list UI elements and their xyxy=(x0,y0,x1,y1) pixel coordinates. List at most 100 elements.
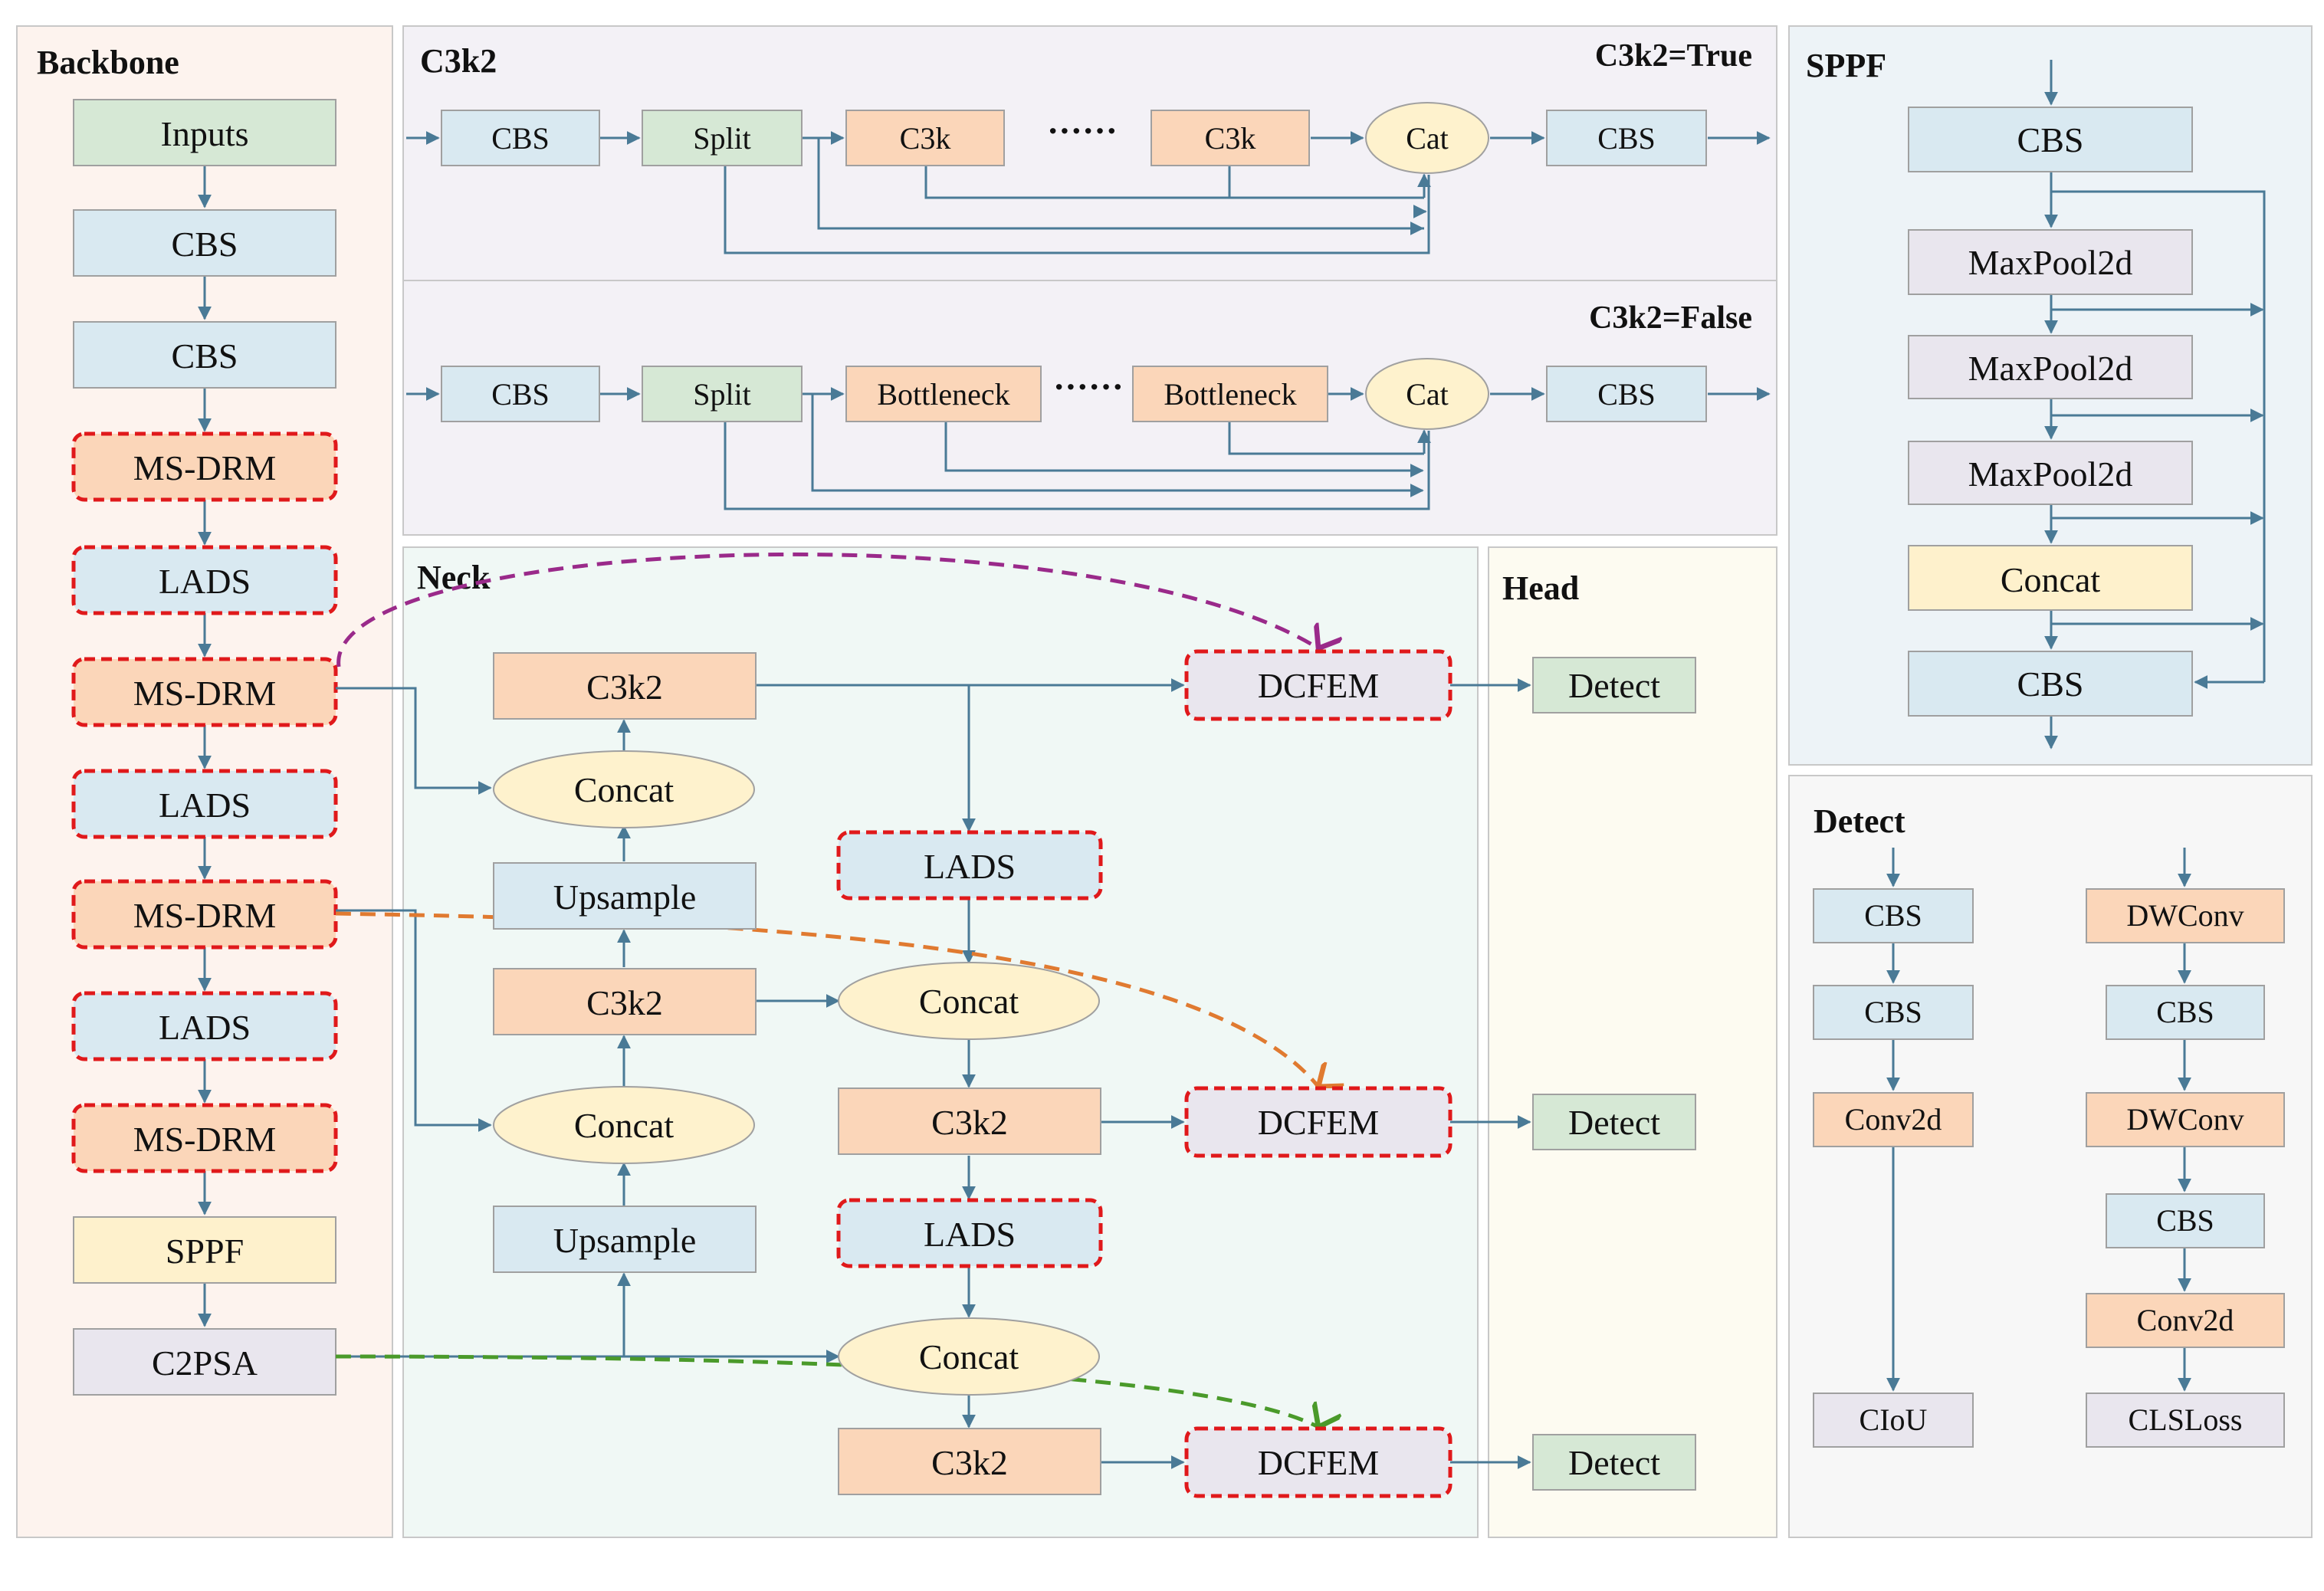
sppf-concat: Concat xyxy=(1908,545,2193,611)
c3k2-true-cbs-out: CBS xyxy=(1546,110,1707,166)
svg-text:C3k2: C3k2 xyxy=(931,1443,1008,1482)
svg-text:CBS: CBS xyxy=(1864,995,1922,1029)
neck-title: Neck xyxy=(417,559,491,596)
detect-right-cbs-1: CBS xyxy=(2106,985,2265,1040)
svg-text:CBS: CBS xyxy=(2156,1203,2214,1238)
svg-text:Upsample: Upsample xyxy=(553,878,697,917)
svg-text:CIoU: CIoU xyxy=(1860,1402,1928,1437)
svg-text:Concat: Concat xyxy=(2001,560,2101,599)
svg-text:MS-DRM: MS-DRM xyxy=(133,448,277,487)
sppf-title: SPPF xyxy=(1806,47,1886,84)
svg-text:Bottleneck: Bottleneck xyxy=(877,377,1009,412)
detect-connectors xyxy=(1886,848,2191,1392)
svg-text:C3k: C3k xyxy=(1205,121,1256,156)
svg-text:Concat: Concat xyxy=(574,1106,675,1145)
neck-c3k2-mid: C3k2 xyxy=(493,968,757,1035)
c3k2-true-split: Split xyxy=(642,110,803,166)
svg-text:LADS: LADS xyxy=(924,847,1016,886)
c3k2-true-label: C3k2=True xyxy=(1595,38,1752,74)
c3k2-title: C3k2 xyxy=(420,42,497,80)
neck-dcfem-2: DCFEM xyxy=(1184,1086,1452,1158)
svg-text:Cat: Cat xyxy=(1406,121,1449,156)
c3k2-false-cat: Cat xyxy=(1365,358,1489,430)
sppf-cbs-out: CBS xyxy=(1908,651,2193,717)
c3k2-true-cbs-in: CBS xyxy=(441,110,600,166)
svg-text:Upsample: Upsample xyxy=(553,1221,697,1260)
svg-text:Conv2d: Conv2d xyxy=(1845,1102,1942,1137)
backbone-sppf: SPPF xyxy=(73,1216,336,1284)
backbone-msdrm-2: MS-DRM xyxy=(71,657,338,727)
svg-text:CBS: CBS xyxy=(1864,898,1922,933)
svg-text:MS-DRM: MS-DRM xyxy=(133,1120,277,1159)
detect-left-cbs-1: CBS xyxy=(1813,888,1974,943)
detect-right-conv2d: Conv2d xyxy=(2086,1293,2285,1348)
svg-text:DCFEM: DCFEM xyxy=(1258,1443,1379,1482)
detect-right-dwconv-2: DWConv xyxy=(2086,1092,2285,1147)
detect-left-cbs-2: CBS xyxy=(1813,985,1974,1040)
svg-text:MS-DRM: MS-DRM xyxy=(133,674,277,713)
neck-connectors xyxy=(336,678,1531,1469)
svg-text:DCFEM: DCFEM xyxy=(1258,666,1379,705)
sppf-maxpool-1: MaxPool2d xyxy=(1908,229,2193,295)
skip-arc-purple xyxy=(336,552,1318,668)
backbone-msdrm-1: MS-DRM xyxy=(71,431,338,502)
head-detect-1: Detect xyxy=(1532,657,1696,713)
backbone-cbs-2: CBS xyxy=(73,321,336,389)
head-detect-2: Detect xyxy=(1532,1094,1696,1150)
svg-text:Detect: Detect xyxy=(1568,666,1660,705)
neck-upsample-1: Upsample xyxy=(493,862,757,930)
svg-text:CBS: CBS xyxy=(2156,995,2214,1029)
svg-text:MaxPool2d: MaxPool2d xyxy=(1968,349,2133,388)
svg-text:CBS: CBS xyxy=(2017,120,2084,159)
sppf-maxpool-3: MaxPool2d xyxy=(1908,441,2193,505)
backbone-msdrm-4: MS-DRM xyxy=(71,1103,338,1173)
svg-text:C2PSA: C2PSA xyxy=(152,1343,258,1383)
c3k2-false-bottleneck-b: Bottleneck xyxy=(1132,366,1328,422)
neck-concat-4: Concat xyxy=(838,1317,1100,1396)
svg-text:MaxPool2d: MaxPool2d xyxy=(1968,454,2133,494)
svg-text:Concat: Concat xyxy=(574,770,675,809)
sppf-maxpool-2: MaxPool2d xyxy=(1908,335,2193,399)
neck-lads-2: LADS xyxy=(836,1198,1103,1268)
neck-lads-1: LADS xyxy=(836,830,1103,900)
c3k2-false-bottleneck-a: Bottleneck xyxy=(845,366,1042,422)
c3k2-false-label: C3k2=False xyxy=(1589,300,1752,336)
svg-text:CBS: CBS xyxy=(172,336,238,376)
svg-text:DCFEM: DCFEM xyxy=(1258,1103,1379,1142)
svg-text:C3k2: C3k2 xyxy=(931,1103,1008,1142)
sppf-cbs-in: CBS xyxy=(1908,107,2193,172)
svg-text:C3k2: C3k2 xyxy=(586,668,663,707)
svg-text:LADS: LADS xyxy=(159,1008,251,1047)
svg-text:Bottleneck: Bottleneck xyxy=(1164,377,1296,412)
svg-text:Cat: Cat xyxy=(1406,377,1449,412)
svg-text:CBS: CBS xyxy=(1597,377,1656,412)
neck-concat-2: Concat xyxy=(493,1086,755,1164)
svg-text:MS-DRM: MS-DRM xyxy=(133,896,277,935)
detect-right-dwconv-1: DWConv xyxy=(2086,888,2285,943)
head-detect-3: Detect xyxy=(1532,1434,1696,1491)
detect-right-clsloss: CLSLoss xyxy=(2086,1393,2285,1448)
detect-right-cbs-2: CBS xyxy=(2106,1193,2265,1248)
neck-upsample-2: Upsample xyxy=(493,1206,757,1273)
backbone-lads-3: LADS xyxy=(71,991,338,1061)
svg-text:LADS: LADS xyxy=(159,786,251,825)
neck-dcfem-3: DCFEM xyxy=(1184,1426,1452,1498)
c3k2-false-cbs-in: CBS xyxy=(441,366,600,422)
svg-text:CLSLoss: CLSLoss xyxy=(2129,1402,2243,1437)
neck-concat-3: Concat xyxy=(838,962,1100,1040)
neck-c3k2-b: C3k2 xyxy=(838,1087,1101,1155)
backbone-lads-1: LADS xyxy=(71,545,338,615)
head-title: Head xyxy=(1502,569,1579,607)
svg-text:DWConv: DWConv xyxy=(2126,898,2244,933)
backbone-c2psa: C2PSA xyxy=(73,1328,336,1396)
c3k2-true-c3k-a: C3k xyxy=(845,110,1005,166)
svg-text:LADS: LADS xyxy=(159,562,251,601)
svg-text:Split: Split xyxy=(693,377,751,412)
c3k2-true-ellipsis: ······ xyxy=(1047,111,1118,150)
svg-text:SPPF: SPPF xyxy=(166,1232,244,1271)
svg-text:Conv2d: Conv2d xyxy=(2137,1303,2234,1337)
skip-arc-orange xyxy=(335,911,1318,1087)
c3k2-false-cbs-out: CBS xyxy=(1546,366,1707,422)
svg-text:Detect: Detect xyxy=(1568,1443,1660,1482)
